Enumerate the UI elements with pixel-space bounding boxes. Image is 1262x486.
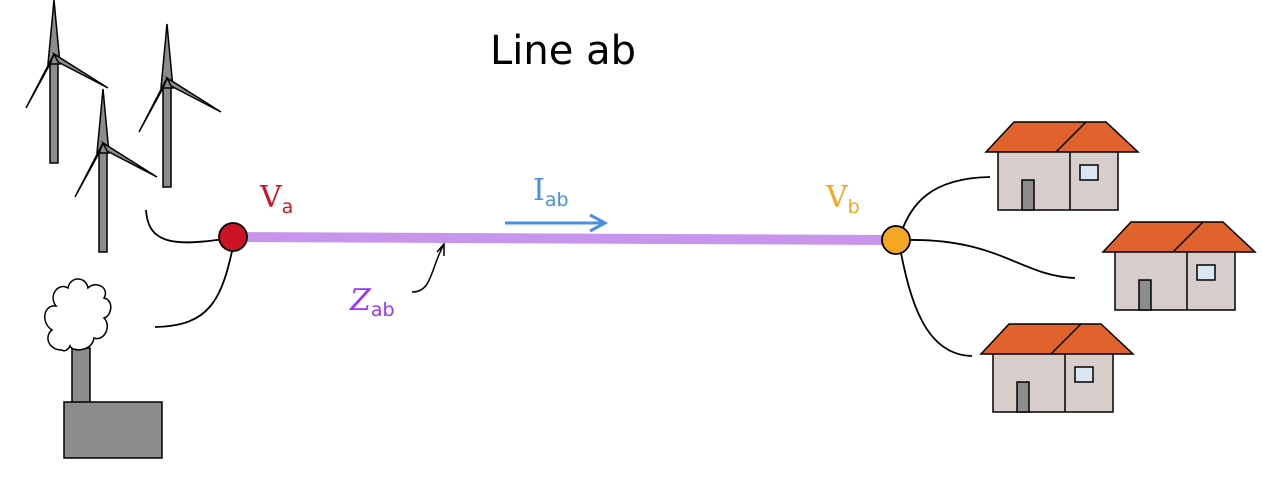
house-icon — [1102, 221, 1256, 311]
zab-pointer — [411, 243, 445, 293]
voltage-a-label: Va — [259, 180, 293, 218]
wind-turbine-icon — [74, 88, 158, 253]
wire-turbine-to-bus-a — [145, 209, 231, 244]
wire-bus-b-to-house-1 — [899, 176, 991, 237]
bus-b-node — [881, 225, 911, 255]
wire-factory-to-bus-a — [154, 241, 235, 328]
impedance-label: Zab — [349, 283, 395, 321]
wind-turbine-icon — [138, 23, 222, 188]
zab-pointer-head — [436, 242, 445, 256]
diagram-title: Line ab — [490, 28, 636, 74]
wind-turbine-icon — [25, 0, 109, 164]
current-arrow — [505, 213, 609, 233]
bus-a-node — [218, 222, 248, 252]
house-icon — [985, 121, 1139, 211]
factory-icon — [44, 278, 163, 459]
current-label: Iab — [533, 173, 569, 211]
voltage-b-label: Vb — [825, 180, 860, 218]
wire-bus-b-to-house-3 — [899, 247, 973, 357]
connection-wires — [145, 176, 1076, 357]
transmission-line — [232, 232, 897, 245]
house-icon — [980, 323, 1134, 413]
wire-bus-b-to-house-2 — [904, 239, 1076, 279]
